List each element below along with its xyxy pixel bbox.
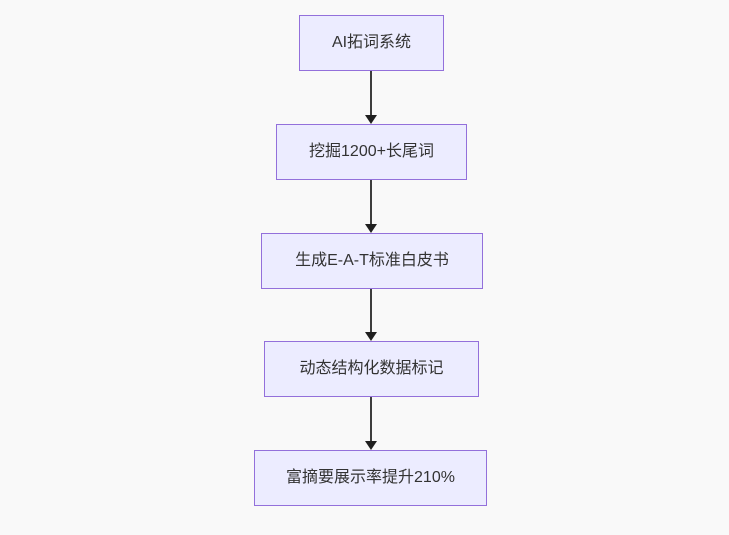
node-ai-keyword-system: AI拓词系统 <box>299 15 444 71</box>
edge-node1-node2 <box>364 71 378 124</box>
node-eat-whitepaper: 生成E-A-T标准白皮书 <box>261 233 483 289</box>
node-rich-snippet-result: 富摘要展示率提升210% <box>254 450 487 506</box>
edge-node2-node3 <box>364 180 378 233</box>
node-longtail-mining: 挖掘1200+长尾词 <box>276 124 467 180</box>
edge-line <box>370 397 372 442</box>
node-label: 动态结构化数据标记 <box>299 360 444 378</box>
edge-line <box>370 71 372 116</box>
edge-node4-node5 <box>364 397 378 450</box>
edge-line <box>370 180 372 225</box>
node-label: 富摘要展示率提升210% <box>286 469 455 487</box>
node-structured-data-markup: 动态结构化数据标记 <box>264 341 479 397</box>
arrowhead-down-icon <box>365 332 377 341</box>
node-label: 生成E-A-T标准白皮书 <box>295 252 449 270</box>
edge-node3-node4 <box>364 289 378 341</box>
node-label: 挖掘1200+长尾词 <box>309 143 434 161</box>
edge-line <box>370 289 372 333</box>
arrowhead-down-icon <box>365 441 377 450</box>
node-label: AI拓词系统 <box>331 34 412 52</box>
arrowhead-down-icon <box>365 224 377 233</box>
arrowhead-down-icon <box>365 115 377 124</box>
